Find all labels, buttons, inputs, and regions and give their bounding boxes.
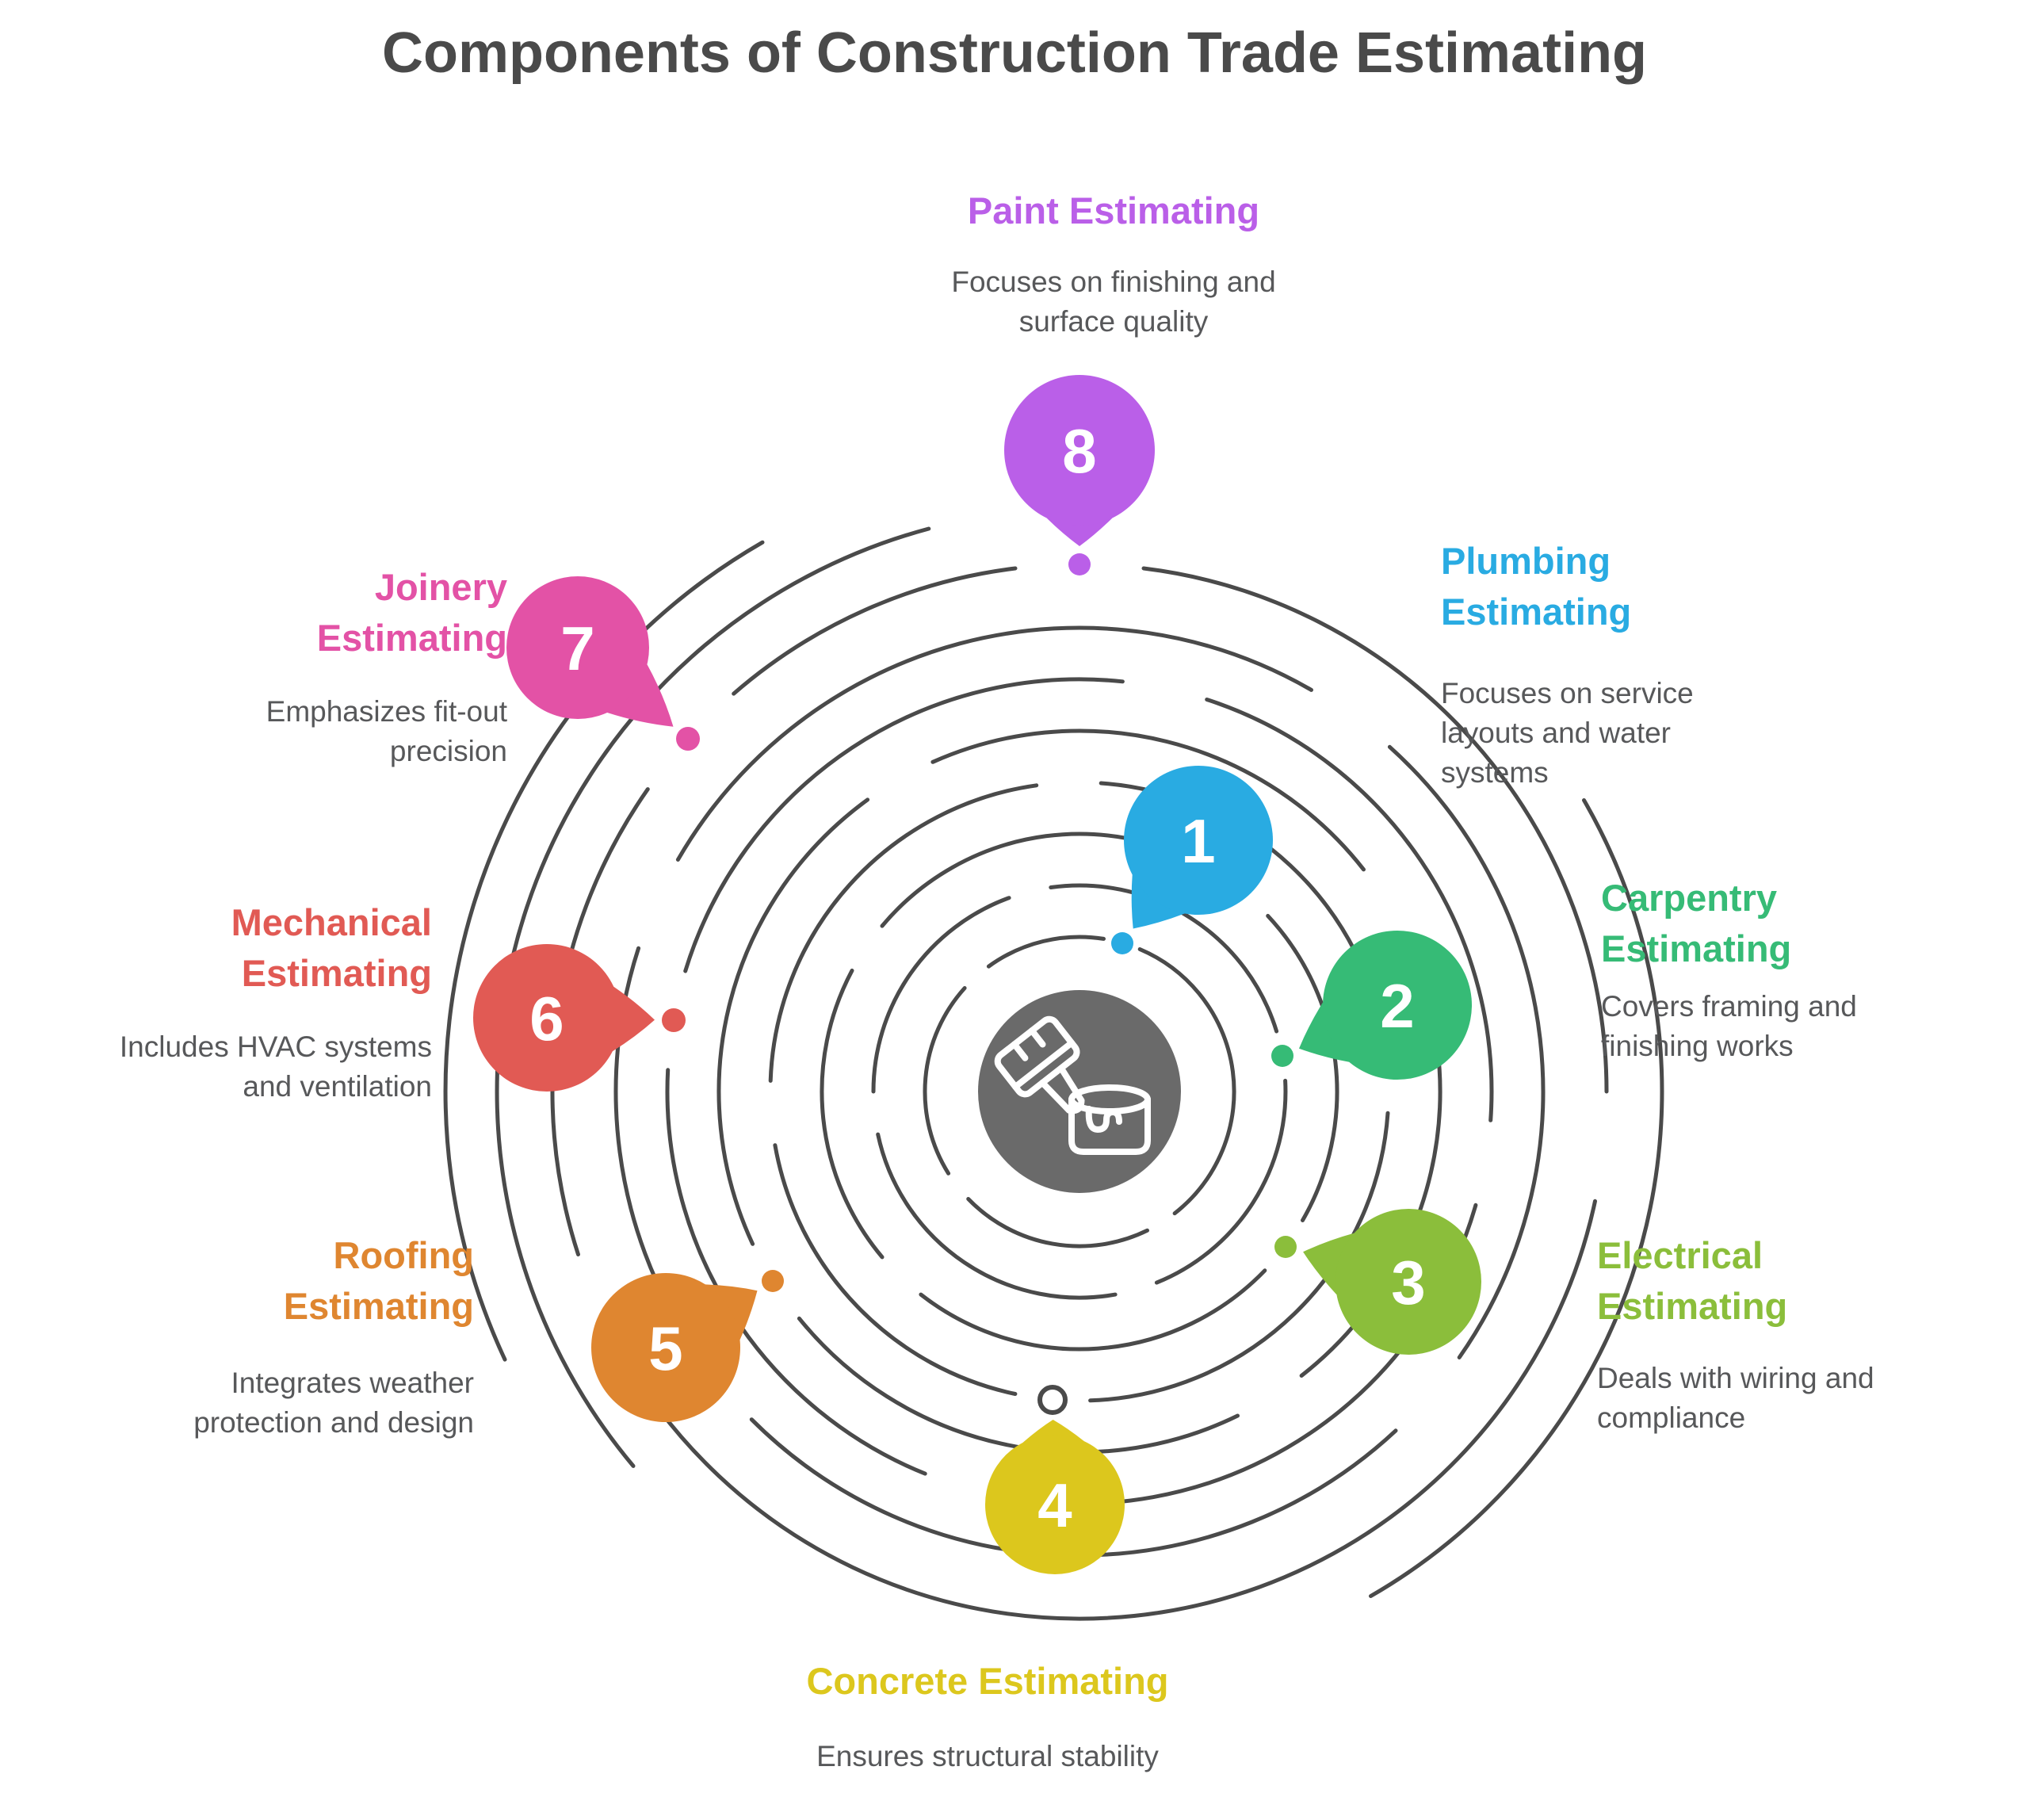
label-electrical-estimating: Electrical Estimating Deals with wiring … — [1597, 1230, 1977, 1438]
label-concrete-estimating: Concrete Estimating Ensures structural s… — [710, 1656, 1265, 1776]
item-title: Plumbing Estimating — [1441, 540, 1632, 633]
bubble-tail — [607, 664, 674, 727]
item-description: Includes HVAC systems and ventilation — [119, 1030, 432, 1103]
item-description: Covers framing and finishing works — [1601, 989, 1857, 1062]
item-description: Ensures structural stability — [816, 1739, 1159, 1772]
spiral-arc-segment — [1088, 1111, 1390, 1403]
bubble-3: 3 — [1274, 1209, 1481, 1355]
bubble-5: 5 — [591, 1270, 784, 1422]
bubble-circle — [473, 944, 621, 1092]
bubble-7: 7 — [506, 576, 700, 751]
item-title: Roofing Estimating — [283, 1234, 474, 1327]
spiral-arc-segment — [768, 783, 1039, 1083]
bubble-circle — [591, 1273, 740, 1422]
paint-can-icon — [1068, 1084, 1151, 1155]
bubble-number: 8 — [1062, 416, 1096, 486]
spiral-arc-segment — [1049, 883, 1279, 1034]
bubble-number: 7 — [560, 614, 594, 683]
bubble-circle — [506, 576, 649, 719]
dot-3 — [1274, 1236, 1297, 1258]
dot-5 — [762, 1270, 784, 1292]
label-carpentry-estimating: Carpentry Estimating Covers framing and … — [1601, 873, 1966, 1066]
bubble-2: 2 — [1271, 931, 1472, 1080]
spiral-arc-segment — [1137, 947, 1236, 1216]
bubble-circle — [985, 1435, 1125, 1574]
bubble-8: 8 — [1004, 375, 1155, 575]
label-paint-estimating: Paint Estimating Focuses on finishing an… — [820, 185, 1407, 342]
spiral-arc-segment — [797, 1316, 1240, 1455]
spiral-arc-segment — [683, 677, 1125, 973]
label-roofing-estimating: Roofing Estimating Integrates weather pr… — [30, 1230, 474, 1443]
spiral-arc-segment — [1141, 566, 1609, 1094]
bubble-number: 4 — [1037, 1470, 1072, 1540]
dot-6 — [662, 1008, 686, 1032]
label-mechanical-estimating: Mechanical Estimating Includes HVAC syst… — [83, 897, 432, 1107]
page-title: Components of Construction Trade Estimat… — [381, 21, 1648, 85]
spiral-arc-segment — [665, 1068, 927, 1476]
item-description: Focuses on service layouts and water sys… — [1441, 676, 1694, 789]
bubble-4: 4 — [985, 1385, 1125, 1574]
dot-4 — [1037, 1385, 1068, 1415]
dot-1 — [1111, 932, 1133, 954]
bubble-circle — [1323, 931, 1472, 1080]
bubble-tail — [612, 986, 655, 1052]
spiral-arc-segment — [495, 526, 931, 1468]
dot-8 — [1068, 553, 1091, 575]
bubble-number: 2 — [1380, 971, 1414, 1041]
spiral-arc-segment — [1266, 913, 1339, 1222]
bubble-tail — [1303, 1233, 1355, 1295]
dot-2 — [1271, 1045, 1293, 1067]
spiral-arc-segment — [871, 896, 1011, 1094]
spiral-arc-segment — [1154, 1078, 1288, 1285]
center-badge — [978, 990, 1181, 1193]
bubble-number: 6 — [529, 984, 564, 1053]
bubble-tail — [1046, 518, 1113, 546]
spiral-arc-segment — [1369, 798, 1664, 1598]
spiral-arc-segment — [986, 935, 1106, 969]
paint-brush-icon — [994, 1015, 1151, 1155]
spiral-arc-segment — [675, 625, 1313, 862]
item-title: Joinery Estimating — [316, 566, 507, 659]
bubble-number: 5 — [648, 1313, 682, 1383]
item-description: Emphasizes fit-out precision — [266, 694, 507, 767]
dot-7 — [676, 727, 700, 751]
label-plumbing-estimating: Plumbing Estimating Focuses on service l… — [1441, 536, 1790, 793]
bubble-circle — [1124, 766, 1273, 915]
bubble-number: 1 — [1181, 806, 1215, 876]
item-description: Deals with wiring and compliance — [1597, 1361, 1874, 1434]
spiral-arc-segment — [919, 1268, 1267, 1352]
spiral-arc-segment — [1205, 698, 1494, 1122]
spiral-arc-segment — [773, 1143, 1018, 1396]
bubble-circle — [1004, 375, 1155, 526]
label-joinery-estimating: Joinery Estimating Emphasizes fit-out pr… — [143, 562, 507, 771]
item-title: Mechanical Estimating — [231, 901, 432, 994]
item-title: Concrete Estimating — [806, 1660, 1169, 1702]
spiral-arc-segment — [732, 566, 1018, 696]
spiral-arc-segment — [930, 728, 1366, 872]
spiral-arc-segment — [443, 540, 765, 1362]
spiral-arc-segment — [966, 1197, 1149, 1248]
item-title: Paint Estimating — [967, 189, 1260, 231]
numbered-bubbles: 1 2 3 4 5 6 7 8 — [473, 375, 1481, 1574]
item-description: Focuses on finishing and surface quality — [951, 265, 1276, 338]
item-description: Integrates weather protection and design — [193, 1366, 474, 1439]
item-title: Electrical Estimating — [1597, 1234, 1788, 1327]
bubble-1: 1 — [1111, 766, 1273, 954]
item-title: Carpentry Estimating — [1601, 877, 1792, 969]
bubble-number: 3 — [1391, 1248, 1425, 1317]
bubble-6: 6 — [473, 944, 686, 1092]
spiral-arc-segment — [876, 1132, 1118, 1300]
spiral-arc-segment — [716, 797, 870, 1246]
spiral-arc-segment — [621, 1199, 1597, 1621]
spiral-arc-segment — [1387, 744, 1546, 1359]
spiral-arc-segment — [923, 986, 967, 1176]
bubble-circle — [1335, 1209, 1481, 1355]
spiral-arc-segment — [820, 968, 885, 1260]
